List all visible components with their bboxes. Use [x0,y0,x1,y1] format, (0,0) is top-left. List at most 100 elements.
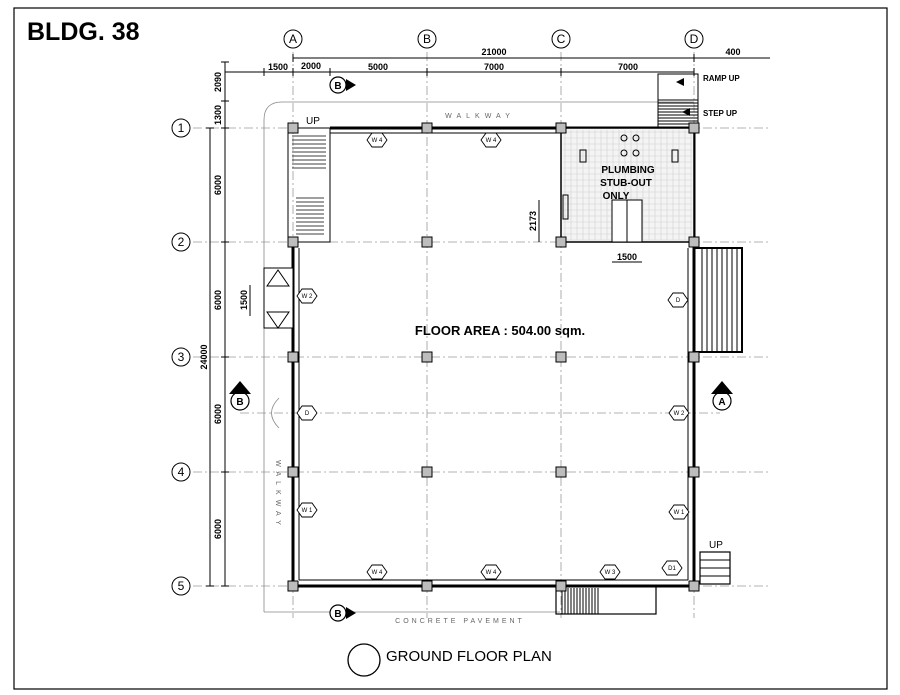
door-tag-right: D [667,292,689,308]
grid-bubble-5: 5 [171,576,191,596]
door-tag-bottom: D1 [661,560,683,576]
window-tag-bottom-right: W 3 [599,564,621,580]
ramp-up-label: RAMP UP [703,74,740,83]
window-tag-bottom-left: W 4 [366,564,388,580]
grid-bubble-D: D [684,29,704,49]
window-tag-top-left: W 4 [366,132,388,148]
svg-text:A: A [289,32,297,46]
structural-columns [287,122,700,592]
walkway-edge [263,101,694,612]
plan-title-bubble [347,643,381,677]
column-B2 [421,236,433,248]
svg-text:D: D [676,298,681,304]
column-C4 [555,466,567,478]
building-title: BLDG. 38 [27,18,140,46]
column-A2 [287,236,299,248]
column-C5 [555,580,567,592]
section-marker-a-right: A [711,381,733,411]
column-B5 [421,580,433,592]
west-door-opening [263,267,294,429]
plumbing-note-line-1: PLUMBING [601,165,655,176]
ramp-northeast [657,73,699,129]
column-B3 [421,351,433,363]
floor-area-label: FLOOR AREA : 504.00 sqm. [415,323,585,338]
door-tag-left: D [296,405,318,421]
dim-door-1500: 1500 [239,290,249,310]
left-dimension-chain [206,61,251,587]
grid-bubble-3: 3 [171,347,191,367]
svg-text:B: B [423,32,431,46]
dim-toilet-depth: 2173 [528,211,538,231]
svg-text:B: B [334,609,341,620]
svg-text:W 1: W 1 [674,510,685,516]
top-dimension-chain [225,54,770,76]
dim-seg-7000-a: 7000 [484,62,504,72]
dim-bay-3: 6000 [213,404,223,424]
dim-bay-1: 6000 [213,175,223,195]
grid-bubble-B: B [417,29,437,49]
column-B1 [421,122,433,134]
svg-text:1: 1 [178,121,185,135]
svg-text:5: 5 [178,579,185,593]
dim-seg-1300: 1300 [213,105,223,125]
svg-text:W 4: W 4 [372,570,383,576]
grid-bubble-2: 2 [171,232,191,252]
svg-text:B: B [236,397,243,408]
column-B4 [421,466,433,478]
window-tag-left-lower: W 1 [296,502,318,518]
svg-text:C: C [557,32,566,46]
dim-bay-2: 6000 [213,290,223,310]
dim-seg-5000: 5000 [368,62,388,72]
dim-overall-depth: 24000 [199,344,209,369]
column-D5 [688,580,700,592]
plumbing-note-line-3: ONLY [603,191,630,202]
window-tag-left-upper: W 2 [296,288,318,304]
step-up-label: STEP UP [703,109,738,118]
dim-bay-4: 6000 [213,519,223,539]
dim-overall-width: 21000 [481,47,506,57]
toilet-block [560,127,695,243]
svg-text:D: D [690,32,699,46]
svg-text:4: 4 [178,465,185,479]
stair-up-label-left: UP [306,116,320,127]
column-C1 [555,122,567,134]
section-marker-b-bottom: B [329,604,356,622]
stair-up-label-right: UP [709,540,723,551]
svg-text:W 2: W 2 [302,294,313,300]
svg-text:2: 2 [178,235,185,249]
walkway-top-label: WALKWAY [445,113,515,120]
svg-text:A: A [718,397,725,408]
stair-northwest [287,127,331,243]
column-C2 [555,236,567,248]
window-tag-right-lower: W 1 [668,504,690,520]
window-tag-bottom-mid: W 4 [480,564,502,580]
plan-title: GROUND FLOOR PLAN [386,648,552,665]
column-A1 [287,122,299,134]
dim-seg-1500: 1500 [268,62,288,72]
column-D1 [688,122,700,134]
grid-bubble-A: A [283,29,303,49]
step-southeast [699,551,731,585]
grid-bubble-C: C [551,29,571,49]
grid-bubble-4: 4 [171,462,191,482]
svg-text:W 1: W 1 [302,508,313,514]
svg-text:W 4: W 4 [372,138,383,144]
svg-text:W 3: W 3 [605,570,616,576]
section-marker-b-left: B [229,381,251,411]
column-A4 [287,466,299,478]
walkway-left-label: WALKWAY [274,460,281,530]
dim-seg-7000-b: 7000 [618,62,638,72]
svg-text:D1: D1 [668,566,676,572]
dim-seg-2090: 2090 [213,72,223,92]
sheet-border [13,7,888,690]
column-D3 [688,351,700,363]
plumbing-note-line-2: STUB-OUT [600,178,652,189]
section-marker-b-top: B [329,76,356,94]
dim-seg-2000: 2000 [301,61,321,71]
concrete-pavement-label: CONCRETE PAVEMENT [395,618,525,625]
window-tag-right-mid: W 2 [668,405,690,421]
stair-south [555,585,657,615]
